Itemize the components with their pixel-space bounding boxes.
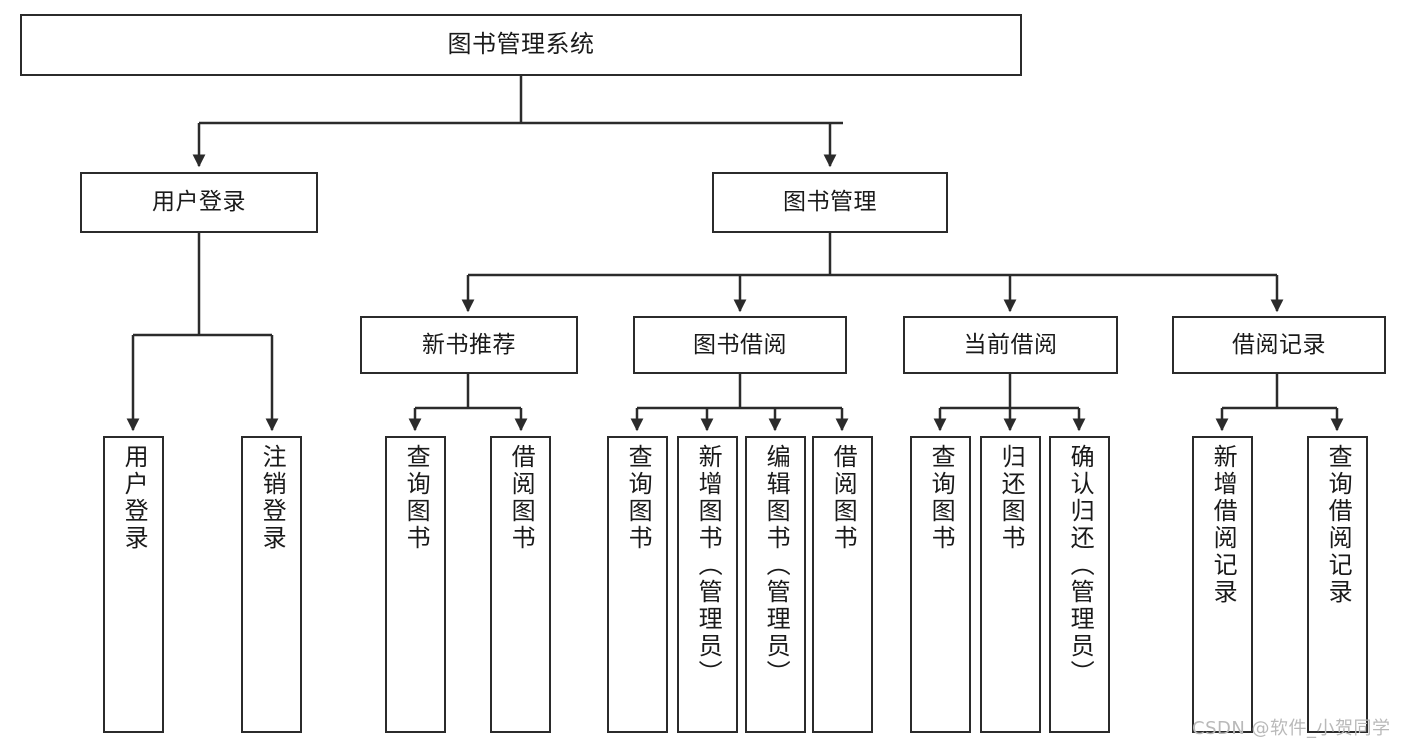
node-book-management-label: 图书管理 [783, 189, 877, 216]
node-book-borrow-label: 图书借阅 [693, 331, 787, 358]
node-leaf-edit-book-label: 编辑图书（管理员） [762, 444, 791, 687]
node-leaf-user-login-label: 用户登录 [120, 444, 149, 552]
node-leaf-add-record[interactable]: 新增借阅记录 [1192, 436, 1253, 733]
node-leaf-borrow-book-2[interactable]: 借阅图书 [812, 436, 873, 733]
node-leaf-confirm-return[interactable]: 确认归还（管理员） [1049, 436, 1110, 733]
node-leaf-return-book-label: 归还图书 [997, 444, 1026, 552]
node-book-borrow[interactable]: 图书借阅 [633, 316, 847, 374]
node-leaf-borrow-book-1-label: 借阅图书 [507, 444, 536, 552]
node-borrow-record[interactable]: 借阅记录 [1172, 316, 1386, 374]
node-leaf-logout-login[interactable]: 注销登录 [241, 436, 302, 733]
node-leaf-edit-book[interactable]: 编辑图书（管理员） [745, 436, 806, 733]
node-root[interactable]: 图书管理系统 [20, 14, 1022, 76]
node-leaf-query-book-3-label: 查询图书 [927, 444, 956, 552]
node-leaf-return-book[interactable]: 归还图书 [980, 436, 1041, 733]
node-leaf-add-record-label: 新增借阅记录 [1209, 444, 1238, 606]
node-leaf-user-login[interactable]: 用户登录 [103, 436, 164, 733]
node-leaf-borrow-book-1[interactable]: 借阅图书 [490, 436, 551, 733]
node-leaf-borrow-book-2-label: 借阅图书 [829, 444, 858, 552]
node-user-login-label: 用户登录 [152, 189, 246, 216]
node-leaf-query-record[interactable]: 查询借阅记录 [1307, 436, 1368, 733]
node-borrow-record-label: 借阅记录 [1232, 331, 1326, 358]
node-leaf-confirm-return-label: 确认归还（管理员） [1066, 444, 1095, 687]
node-current-borrow[interactable]: 当前借阅 [903, 316, 1118, 374]
watermark-text: CSDN @软件_小贺同学 [1192, 718, 1391, 739]
node-leaf-query-book-2-label: 查询图书 [624, 444, 653, 552]
node-leaf-query-book-2[interactable]: 查询图书 [607, 436, 668, 733]
node-new-book-recommend-label: 新书推荐 [422, 331, 516, 358]
node-leaf-add-book-label: 新增图书（管理员） [694, 444, 723, 687]
node-book-management[interactable]: 图书管理 [712, 172, 948, 233]
node-leaf-add-book[interactable]: 新增图书（管理员） [677, 436, 738, 733]
node-leaf-query-book-3[interactable]: 查询图书 [910, 436, 971, 733]
node-root-label: 图书管理系统 [447, 30, 595, 59]
node-leaf-query-book-1[interactable]: 查询图书 [385, 436, 446, 733]
node-leaf-query-record-label: 查询借阅记录 [1324, 444, 1353, 606]
node-user-login[interactable]: 用户登录 [80, 172, 318, 233]
node-current-borrow-label: 当前借阅 [963, 331, 1058, 358]
node-leaf-logout-login-label: 注销登录 [258, 444, 287, 552]
node-leaf-query-book-1-label: 查询图书 [402, 444, 431, 552]
node-new-book-recommend[interactable]: 新书推荐 [360, 316, 578, 374]
